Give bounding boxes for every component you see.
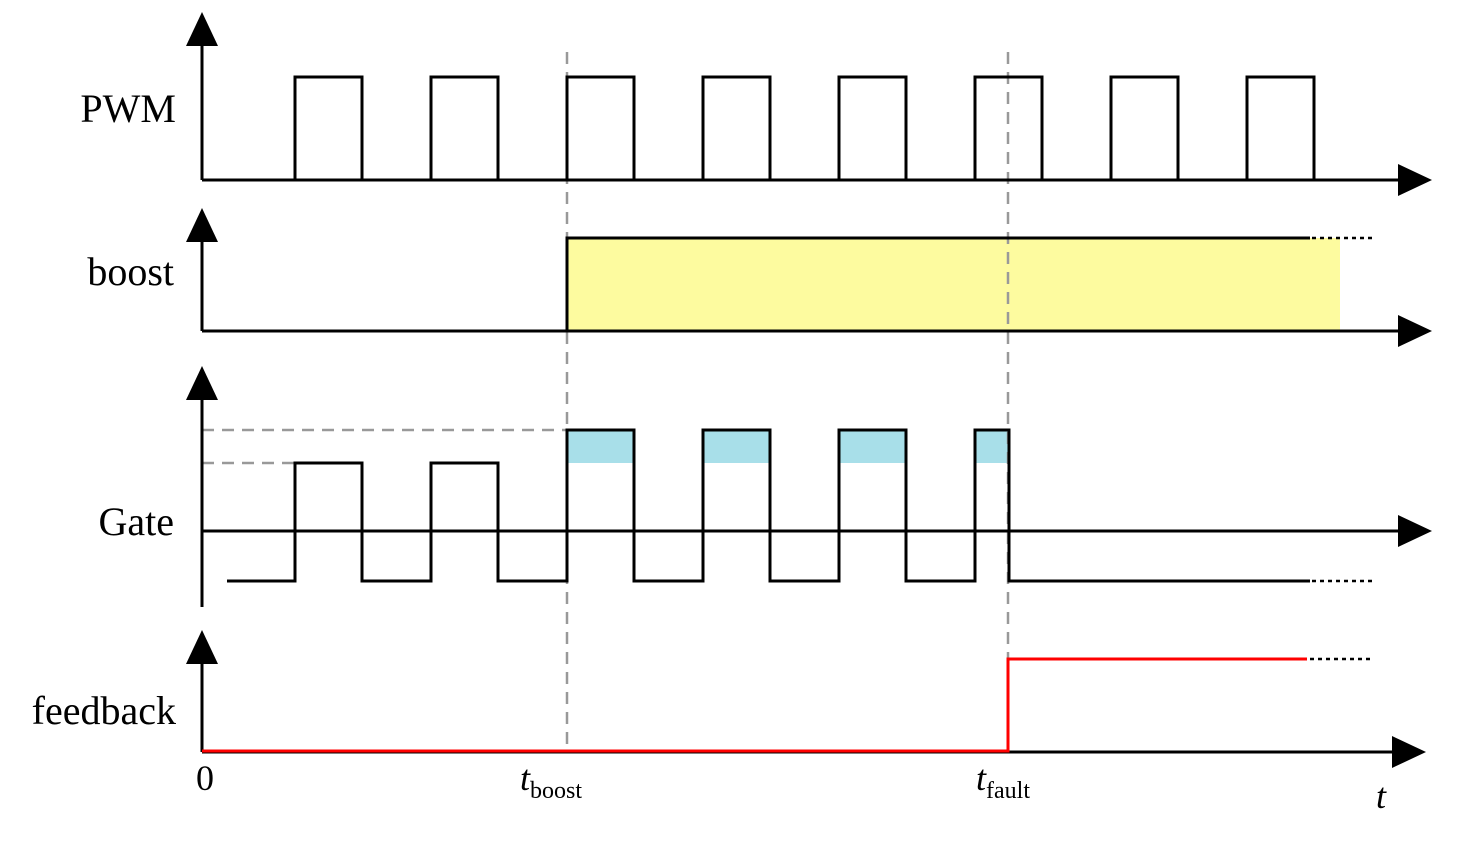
- gate-boost-fill: [703, 430, 770, 463]
- feedback-waveform: [202, 657, 1307, 753]
- pwm-waveform: [202, 75, 1316, 182]
- pwm-axes: [186, 12, 1432, 196]
- feedback-label: feedback: [32, 688, 176, 733]
- arrow-up-icon: [186, 366, 218, 400]
- arrow-right-icon: [1398, 515, 1432, 547]
- boost-waveform: [202, 236, 1310, 333]
- gate-waveform: [227, 428, 1310, 583]
- t-fault-label: tfault: [976, 758, 1030, 804]
- boost-active-fill: [567, 238, 1340, 331]
- origin-label: 0: [196, 758, 214, 798]
- gate-axes: [186, 366, 1432, 607]
- t-boost-subscript: boost: [530, 778, 582, 804]
- arrow-right-icon: [1392, 736, 1426, 768]
- arrow-up-icon: [186, 208, 218, 242]
- gate-label: Gate: [98, 499, 174, 544]
- arrow-right-icon: [1398, 164, 1432, 196]
- arrow-right-icon: [1398, 315, 1432, 347]
- arrow-up-icon: [186, 12, 218, 46]
- gate-boost-fills: [567, 430, 1009, 463]
- time-axis-label: t: [1376, 776, 1387, 816]
- feedback-axes: [186, 630, 1426, 768]
- t-fault-symbol: t: [976, 758, 987, 798]
- boost-label: boost: [87, 249, 174, 294]
- t-boost-symbol: t: [520, 758, 531, 798]
- t-fault-subscript: fault: [986, 778, 1030, 804]
- arrow-up-icon: [186, 630, 218, 664]
- gate-boost-fill: [567, 430, 634, 463]
- t-boost-label: tboost: [520, 758, 582, 804]
- gate-boost-fill: [839, 430, 906, 463]
- gate-boost-fill: [975, 430, 1009, 463]
- pwm-label: PWM: [80, 86, 176, 131]
